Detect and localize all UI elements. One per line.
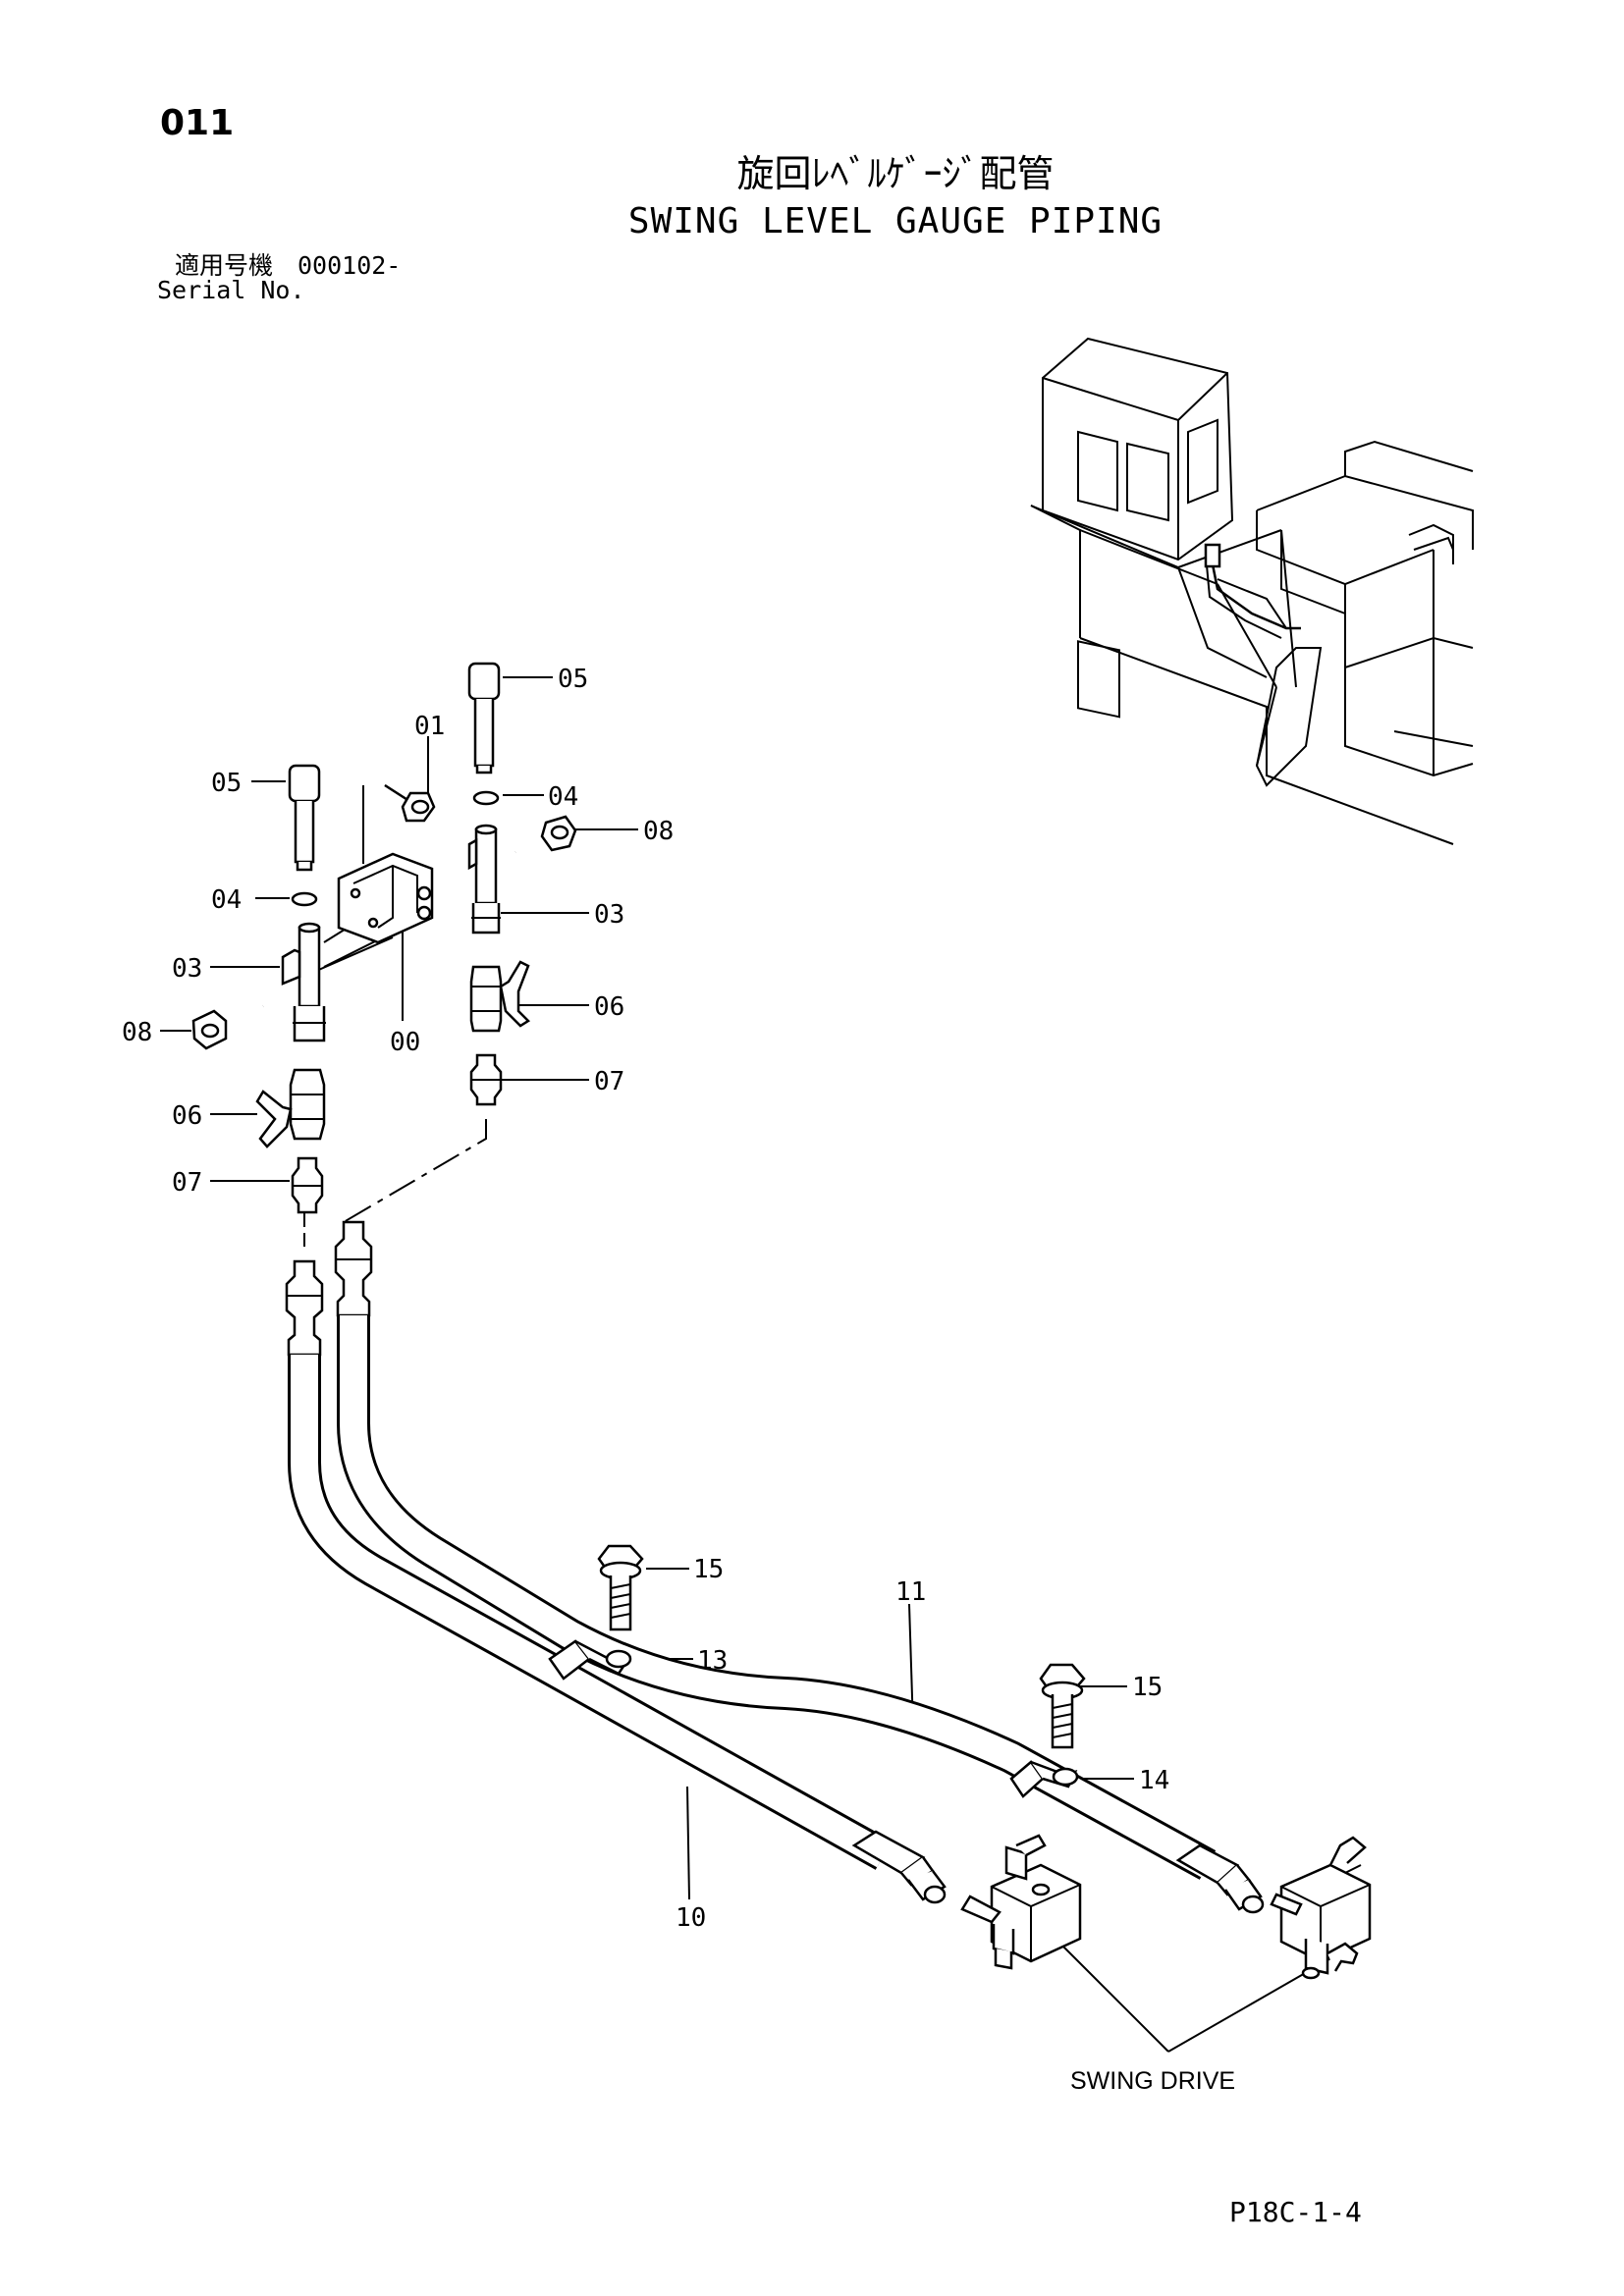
machine-overview-illustration bbox=[1030, 337, 1474, 845]
valve-06-left bbox=[255, 1068, 326, 1148]
valve-06-right bbox=[469, 960, 530, 1033]
hose-end-fitting-10 bbox=[851, 1830, 947, 1904]
page-number: 011 bbox=[160, 103, 235, 143]
swing-drive-block-left bbox=[960, 1834, 1082, 1970]
callout-08-right: 08 bbox=[643, 817, 674, 846]
serial-label: Serial No. bbox=[157, 276, 305, 304]
page-title: SWING LEVEL GAUGE PIPING bbox=[627, 201, 1164, 241]
clamp-13 bbox=[548, 1639, 632, 1681]
adaptor-03-left bbox=[281, 922, 326, 1042]
hose-end-fitting-11 bbox=[1175, 1843, 1265, 1914]
callout-13: 13 bbox=[697, 1646, 728, 1676]
clamp-14 bbox=[1009, 1760, 1079, 1798]
bolt-15-upper bbox=[597, 1544, 644, 1631]
swing-drive-label: SWING DRIVE bbox=[1070, 2067, 1235, 2095]
adaptor-03-right bbox=[467, 824, 501, 934]
page-title-japanese: 旋回ﾚﾍﾞﾙｹﾞｰｼﾞ配管 bbox=[736, 152, 1055, 195]
callout-07-left: 07 bbox=[172, 1168, 202, 1198]
serial-label-japanese: 適用号機 000102- bbox=[175, 251, 402, 280]
callout-06-right: 06 bbox=[594, 992, 624, 1022]
cap-05-left bbox=[288, 764, 321, 872]
hoses bbox=[285, 1220, 1265, 1914]
upper-assembly bbox=[191, 662, 577, 1214]
bolt-15-lower bbox=[1039, 1663, 1086, 1749]
leader-lines bbox=[160, 676, 1361, 2053]
cap-05-right bbox=[467, 662, 501, 774]
hose-fitting-right bbox=[334, 1220, 373, 1317]
callout-11: 11 bbox=[895, 1577, 926, 1607]
callout-08-left: 08 bbox=[122, 1018, 152, 1047]
nipple-07-left bbox=[291, 1156, 324, 1214]
bolt-01 bbox=[384, 783, 436, 823]
callout-05-right: 05 bbox=[558, 665, 588, 694]
callout-15-upper: 15 bbox=[693, 1555, 724, 1584]
callout-06-left: 06 bbox=[172, 1101, 202, 1131]
callout-01: 01 bbox=[414, 712, 445, 741]
nipple-07-right bbox=[469, 1053, 503, 1106]
bolt-08-right bbox=[514, 815, 577, 855]
callout-07-right: 07 bbox=[594, 1067, 624, 1096]
callout-10: 10 bbox=[676, 1903, 706, 1933]
callout-04-right: 04 bbox=[548, 782, 578, 812]
callout-05-left: 05 bbox=[211, 769, 242, 798]
swing-drive-blocks bbox=[960, 1834, 1372, 1980]
callout-04-left: 04 bbox=[211, 885, 242, 915]
hose-fitting-left bbox=[285, 1259, 324, 1357]
swing-drive-block-right bbox=[1270, 1836, 1372, 1980]
callout-00: 00 bbox=[390, 1028, 420, 1057]
callout-03-right: 03 bbox=[594, 900, 624, 930]
bracket-00 bbox=[337, 852, 434, 944]
callout-labels: 05 01 05 04 08 04 03 03 06 08 00 07 06 0… bbox=[122, 665, 1235, 2095]
callout-15-lower: 15 bbox=[1132, 1673, 1163, 1702]
callout-14: 14 bbox=[1139, 1766, 1169, 1795]
bolt-08-left bbox=[191, 1003, 264, 1050]
callout-03-left: 03 bbox=[172, 954, 202, 984]
page-code: P18C-1-4 bbox=[1229, 2196, 1362, 2228]
